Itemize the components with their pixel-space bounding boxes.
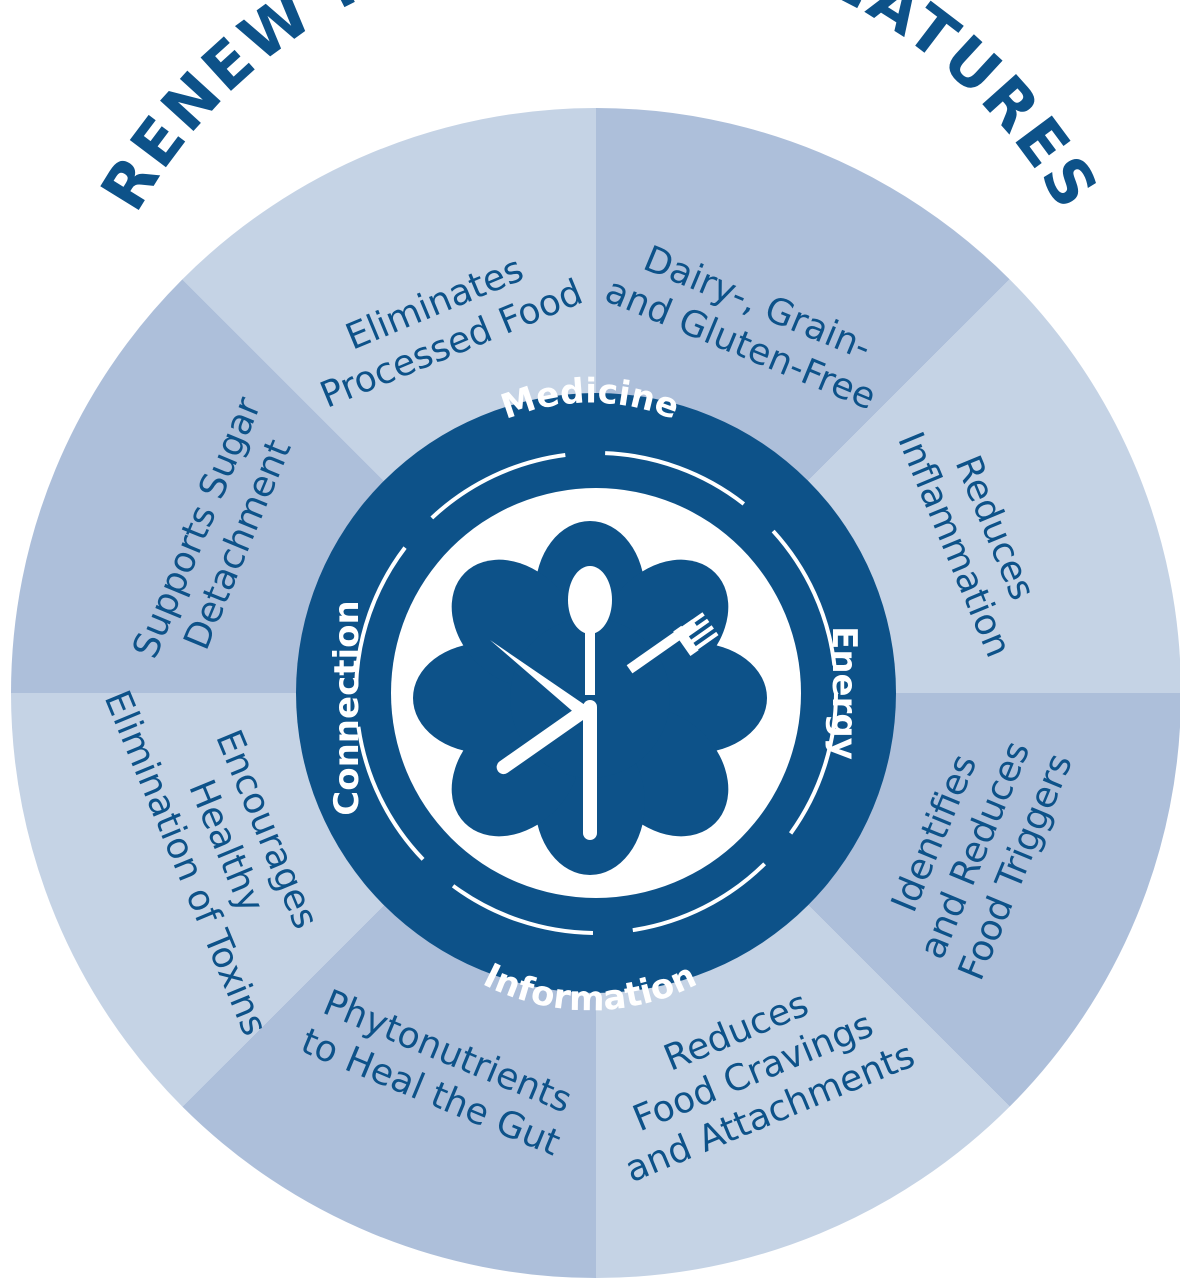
knife-blade <box>490 640 585 716</box>
feature-label-7: EncouragesHealthyElimination of Toxins <box>96 651 356 1041</box>
flower-plate-with-utensils-icon <box>413 521 767 875</box>
ring-label-energy: Energy <box>824 626 864 760</box>
spoon-handle <box>585 625 595 695</box>
utensil-handle-left <box>496 705 590 775</box>
fork-tine <box>688 625 714 645</box>
fork-tine <box>693 631 719 652</box>
inner-ring-line <box>354 451 838 935</box>
fork-neck <box>673 625 699 657</box>
fork-tine <box>684 618 710 639</box>
fork-tine <box>679 612 705 632</box>
ring-label-connection: Connection <box>327 600 367 815</box>
utensil-handle-down <box>583 700 597 840</box>
spoon-bowl <box>568 566 612 634</box>
